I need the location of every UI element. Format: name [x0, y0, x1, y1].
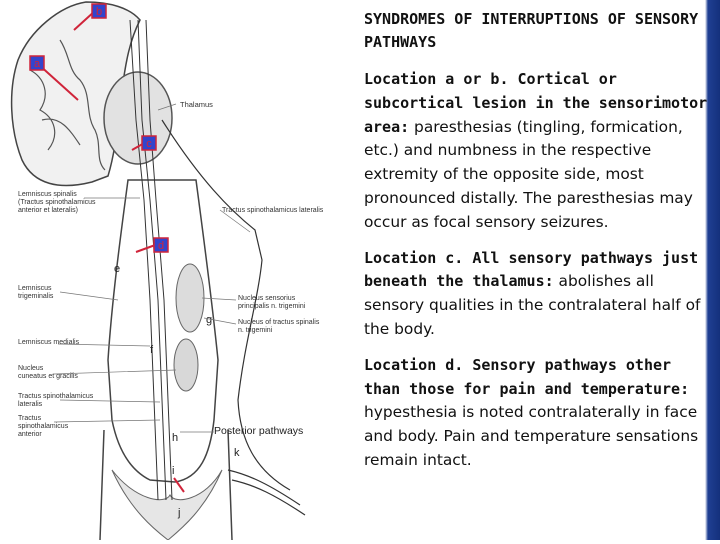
point-label-g: g: [206, 314, 212, 326]
point-label-e: e: [114, 263, 120, 275]
marker-c: c: [141, 135, 157, 151]
trigeminal-nucleus-shape: [175, 263, 205, 333]
paragraph-body: paresthesias (tingling, formication, etc…: [364, 117, 693, 231]
marker-b: b: [91, 3, 107, 19]
paragraph-location-c: Location c. All sensory pathways just be…: [364, 247, 710, 342]
paragraph-lead: Location a or b. Cortical or subcortical…: [364, 70, 708, 136]
cuneatus-nucleus-shape: [173, 338, 199, 392]
label-lemniscus-spinalis: Lemniscus spinalis (Tractus spinothalami…: [18, 191, 98, 214]
thalamus-shape: [103, 71, 173, 165]
point-label-i: i: [172, 465, 174, 477]
label-tractus-spinothalamicus-lateralis-low: Tractus spinothalamicus lateralis: [18, 393, 95, 408]
lesion-line-i: [173, 477, 185, 493]
label-tractus-spinothalamicus-anterior: Tractus spinothalamicus anterior: [18, 415, 70, 438]
label-tractus-spinothalamicus-lateralis: Tractus spinothalamicus lateralis: [222, 207, 324, 214]
spinal-cord-grey: [111, 469, 223, 541]
point-label-k: k: [234, 447, 240, 459]
marker-b-label: b: [96, 6, 102, 18]
lateral-tract: [161, 119, 291, 491]
label-posterior-pathways: Posterior pathways: [214, 425, 303, 437]
text-panel: SYNDROMES OF INTERRUPTIONS OF SENSORY PA…: [352, 0, 720, 540]
point-label-j: j: [177, 507, 180, 519]
sensory-pathways-diagram: b a c d e f g h i j k Thalamus Lemniscus…: [0, 0, 352, 541]
point-label-f: f: [150, 344, 154, 356]
marker-c-label: c: [146, 138, 152, 150]
label-lemniscus-trigeminalis: Lemniscus trigeminalis: [18, 285, 54, 300]
marker-d: d: [153, 237, 169, 253]
diagram-svg: b a c d e f g h i j k Thalamus Lemniscus…: [10, 1, 324, 541]
brainstem-outline: [107, 179, 219, 483]
text-column: SYNDROMES OF INTERRUPTIONS OF SENSORY PA…: [364, 8, 710, 485]
paragraph-lead: Location d. Sensory pathways other than …: [364, 355, 690, 398]
cortical-folds: [29, 39, 106, 171]
label-leaders: [53, 103, 251, 433]
marker-a: a: [29, 55, 45, 71]
label-nucleus-sensorius: Nucleus sensorius principalis n. trigemi…: [238, 295, 306, 310]
label-nucleus-tractus-spinalis: Nucleus of tractus spinalis n. trigemini: [238, 319, 321, 334]
paragraph-body: abolishes all sensory qualities in the c…: [364, 272, 701, 338]
posterior-root: [227, 469, 306, 516]
label-nucleus-cuneatus: Nucleus cuneatus et gracilis: [18, 365, 78, 380]
slide-title: SYNDROMES OF INTERRUPTIONS OF SENSORY PA…: [364, 10, 699, 51]
paragraph-body: hypesthesia is noted contralaterally in …: [364, 403, 699, 469]
paragraph-location-d: Location d. Sensory pathways other than …: [364, 354, 710, 473]
point-label-h: h: [172, 432, 178, 444]
paragraph-lead: Location c. All sensory pathways just be…: [364, 248, 699, 291]
paragraph-location-ab: Location a or b. Cortical or subcortical…: [364, 68, 710, 235]
marker-d-label: d: [158, 240, 164, 252]
spinal-cord-outline: [99, 429, 233, 541]
label-lemniscus-medialis: Lemniscus medialis: [18, 339, 80, 346]
label-thalamus: Thalamus: [180, 100, 213, 109]
marker-a-label: a: [34, 58, 41, 70]
